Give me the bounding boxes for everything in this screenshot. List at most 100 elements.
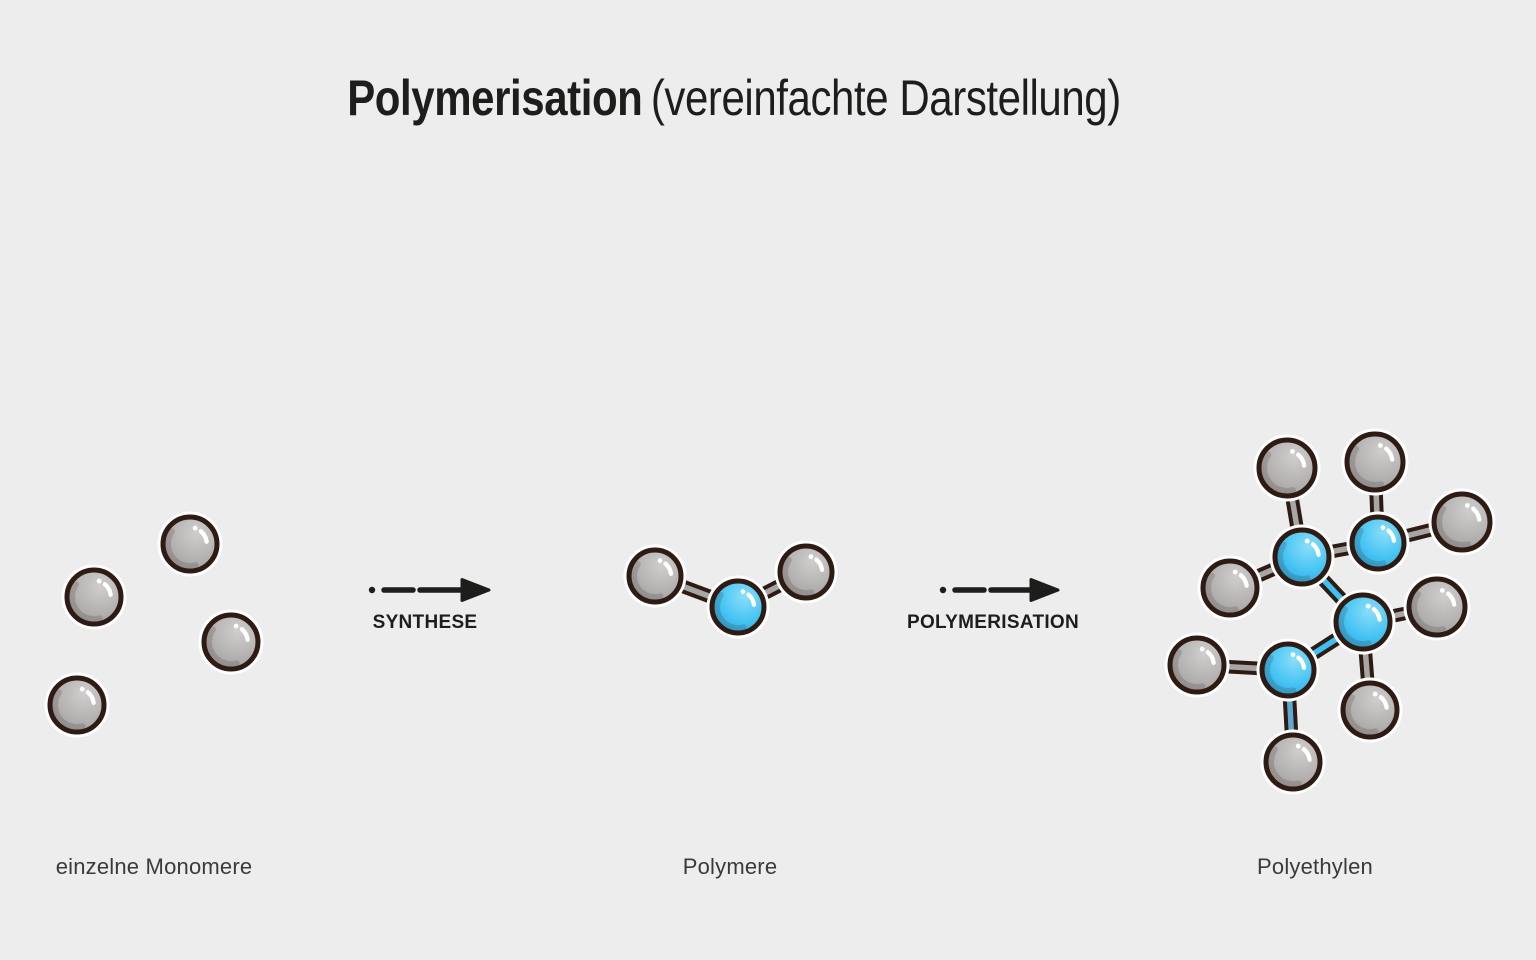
sphere-shine-dot [1290, 652, 1296, 658]
title-main: Polymerisation [347, 70, 643, 126]
polyethylene-molecule [1164, 428, 1496, 795]
gray-sphere [1164, 632, 1230, 698]
sphere-body [1272, 527, 1332, 587]
sphere-shine [746, 592, 757, 607]
sphere-shine [1384, 446, 1395, 462]
blue-sphere [1330, 589, 1396, 655]
sphere-body [1340, 680, 1400, 740]
sphere-body [1431, 491, 1493, 553]
gray-sphere [1428, 488, 1496, 556]
sphere-shine-dot [1372, 691, 1378, 697]
sphere-shine [1301, 747, 1312, 762]
sphere-shadow [1205, 572, 1239, 613]
sphere-shine [102, 582, 113, 597]
sphere-shine [1471, 506, 1482, 522]
sphere-shine-dot [79, 686, 85, 692]
monomers-caption: einzelne Monomere [55, 854, 253, 879]
gray-sphere [774, 540, 838, 604]
sphere-shine-dot [1289, 449, 1295, 454]
polymerisation-arrow [939, 578, 1060, 602]
polymerisation-arrow-label: POLYMERISATION [906, 612, 1080, 633]
sphere-shadow [206, 626, 240, 667]
sphere-shadow [1338, 606, 1372, 647]
sphere-body [1256, 437, 1318, 499]
sphere-body [1406, 576, 1468, 638]
gray-sphere [198, 609, 264, 675]
sphere-shine-dot [1295, 743, 1301, 749]
gray-sphere [157, 511, 223, 577]
sphere-shadow [1264, 655, 1297, 694]
sphere-body [1344, 431, 1406, 493]
sphere-body [160, 514, 220, 574]
sphere-shine [1386, 528, 1397, 543]
gray-sphere [1341, 428, 1409, 496]
sphere-shine-dot [96, 578, 102, 584]
sphere-body [777, 543, 835, 601]
sphere-shine-dot [657, 558, 663, 564]
sphere-shadow [1349, 445, 1384, 488]
sphere-shadow [69, 581, 103, 622]
sphere-shine-dot [1464, 503, 1470, 508]
arrow-head [1029, 578, 1060, 602]
page-title: Polymerisation(vereinfachte Darstellung) [274, 70, 1195, 126]
sphere-body [201, 612, 261, 672]
sphere-shine [1296, 655, 1307, 670]
sphere-shine-dot [233, 623, 239, 629]
arrow-head [460, 578, 491, 602]
sphere-shine-dot [1232, 569, 1238, 575]
blue-sphere [1346, 511, 1410, 575]
arrow-dot [939, 586, 947, 594]
sphere-shadow [1411, 590, 1446, 633]
sphere-shadow [1268, 746, 1302, 787]
title-subtitle: (vereinfachte Darstellung) [650, 70, 1121, 126]
gray-sphere [1253, 434, 1321, 502]
sphere-shine [1446, 591, 1457, 607]
monomers-molecule [44, 511, 264, 738]
sphere-shine-dot [808, 554, 814, 560]
sphere-shine-dot [1380, 525, 1386, 531]
arrow-dot [368, 586, 376, 594]
blue-sphere [1256, 638, 1320, 702]
sphere-shadow [714, 592, 747, 631]
sphere-shadow [631, 561, 664, 600]
sphere-shadow [1277, 541, 1311, 582]
gray-sphere [44, 672, 110, 738]
sphere-body [1259, 641, 1317, 699]
sphere-body [1333, 592, 1393, 652]
sphere-shadow [1345, 694, 1379, 735]
sphere-shine [1371, 607, 1382, 622]
sphere-shine-dot [1199, 646, 1205, 652]
polymer-molecule [623, 540, 838, 639]
sphere-shine [1296, 452, 1307, 468]
sphere-shine-dot [1377, 443, 1383, 448]
polymer-caption: Polymere [682, 854, 778, 879]
sphere-shine [1238, 573, 1249, 588]
sphere-shadow [782, 557, 815, 596]
sphere-shine [814, 557, 825, 572]
sphere-shadow [1172, 649, 1206, 690]
sphere-shine-dot [1365, 603, 1371, 609]
blue-sphere [706, 575, 770, 639]
synthese-arrow-label: SYNTHESE [372, 612, 478, 633]
gray-sphere [61, 564, 127, 630]
gray-sphere [1403, 573, 1471, 641]
gray-sphere [1197, 555, 1263, 621]
sphere-body [64, 567, 124, 627]
sphere-body [1200, 558, 1260, 618]
synthese-arrow [368, 578, 491, 602]
sphere-shine-dot [192, 525, 198, 531]
gray-sphere [1337, 677, 1403, 743]
sphere-body [1167, 635, 1227, 695]
sphere-body [709, 578, 767, 636]
sphere-shine-dot [1304, 538, 1310, 544]
sphere-shine [198, 529, 209, 544]
sphere-shine [1310, 542, 1321, 557]
sphere-body [626, 547, 684, 605]
sphere-shine [1205, 650, 1216, 665]
sphere-body [47, 675, 107, 735]
sphere-shine [239, 627, 250, 642]
sphere-shadow [1354, 528, 1387, 567]
sphere-body [1263, 732, 1323, 792]
sphere-shine [663, 561, 674, 576]
